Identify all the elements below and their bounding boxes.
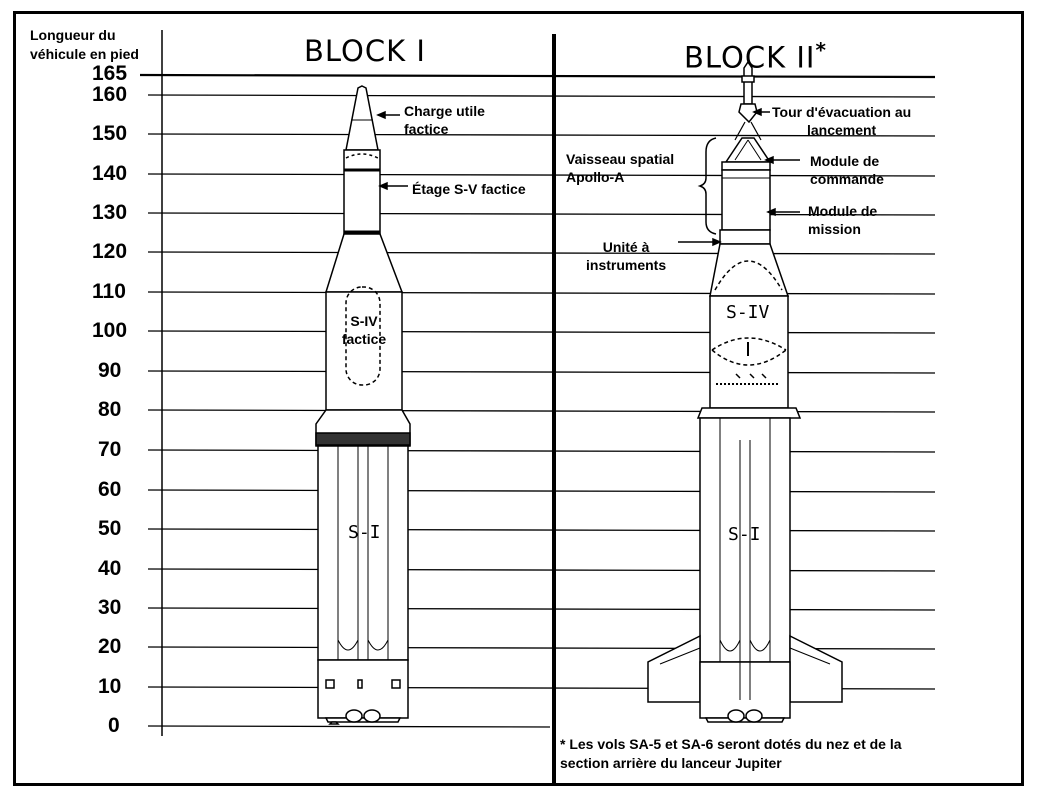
block2-fin-right xyxy=(789,634,843,703)
block2-instrument-unit xyxy=(719,229,771,245)
tick-label-10: 10 xyxy=(98,675,122,698)
block2-title-text: BLOCK II xyxy=(684,40,816,75)
block1-rocket xyxy=(315,85,411,725)
block1-sv-stage xyxy=(343,149,381,235)
tick-label-90: 90 xyxy=(98,359,122,382)
footnote: * Les vols SA-5 et SA-6 seront dotés du … xyxy=(560,736,902,771)
tick-label-100: 100 xyxy=(92,319,128,342)
block2-engines xyxy=(704,717,786,723)
tick-label-20: 20 xyxy=(98,635,122,658)
block2-interstage xyxy=(696,407,802,419)
block1-siv-stage xyxy=(325,291,403,411)
block1-siv-label: S-IV factice xyxy=(341,313,387,347)
annotation-arrows xyxy=(376,107,800,247)
tick-label-140: 140 xyxy=(92,162,128,185)
gridline-140 xyxy=(147,173,936,177)
tick-label-40: 40 xyxy=(98,557,122,580)
block2-siv-label: S-IV xyxy=(726,302,770,323)
gridline-120 xyxy=(147,251,936,255)
gridline-50 xyxy=(147,528,936,532)
block2-title-mark: * xyxy=(815,38,827,62)
block2-si-label: S-I xyxy=(728,524,761,545)
block2-escape-tower xyxy=(743,60,753,105)
tick-label-110: 110 xyxy=(92,280,126,303)
tick-label-150: 150 xyxy=(92,122,128,145)
gridline-90 xyxy=(147,370,936,374)
tick-label-80: 80 xyxy=(98,398,122,421)
gridline-100 xyxy=(147,330,936,334)
block1-engines xyxy=(324,717,402,723)
tick-label-130: 130 xyxy=(92,201,128,224)
block1-si-label: S-I xyxy=(348,522,381,543)
gridline-60 xyxy=(147,489,936,493)
tick-label-0: 0 xyxy=(108,714,120,737)
block1-si-stage xyxy=(317,445,409,661)
gridline-30 xyxy=(147,607,936,611)
tick-label-30: 30 xyxy=(98,596,122,619)
gridlines xyxy=(139,73,936,728)
gridline-160 xyxy=(147,94,936,98)
block2-tail xyxy=(699,661,791,719)
gridline-80 xyxy=(147,409,936,413)
block2-service-label: Module de mission xyxy=(808,203,878,237)
block1-payload-label: Charge utile factice xyxy=(404,103,485,137)
block2-fin-left xyxy=(647,634,701,703)
tick-label-165: 165 xyxy=(92,62,128,85)
block2-rocket xyxy=(647,60,843,723)
tick-label-50: 50 xyxy=(98,517,122,540)
diagram-frame xyxy=(13,11,1024,786)
block2-service-module xyxy=(721,161,771,171)
tick-label-70: 70 xyxy=(98,438,122,461)
tick-label-160: 160 xyxy=(92,83,128,106)
block1-sv-label: Étage S-V factice xyxy=(412,181,526,197)
gridline-70 xyxy=(147,449,936,453)
block2-si-stage xyxy=(699,417,791,663)
gridline-0 xyxy=(147,725,551,728)
block2-adapter xyxy=(709,243,790,297)
block2-title: BLOCK II* xyxy=(684,38,827,75)
gridline-165 xyxy=(139,73,936,79)
gridline-40 xyxy=(147,568,936,572)
tick-label-120: 120 xyxy=(92,240,128,263)
block2-iu-label: Unité à instruments xyxy=(586,239,667,273)
block1-title: BLOCK I xyxy=(304,34,426,68)
gridline-150 xyxy=(147,133,936,137)
tick-label-60: 60 xyxy=(98,478,122,501)
spacecraft-brace xyxy=(697,137,717,235)
gridline-130 xyxy=(147,212,936,216)
block2-escape-label: Tour d'évacuation au lancement xyxy=(772,104,912,138)
axis-title: Longueur du véhicule en pied xyxy=(30,27,139,62)
gridline-110 xyxy=(147,291,936,295)
block2-command-label: Module de commande xyxy=(810,153,884,187)
block2-command-module xyxy=(724,137,772,163)
block1-tail xyxy=(317,659,409,719)
block2-spacecraft-label: Vaisseau spatial Apollo-A xyxy=(566,151,675,185)
block1-adapter xyxy=(324,233,404,293)
